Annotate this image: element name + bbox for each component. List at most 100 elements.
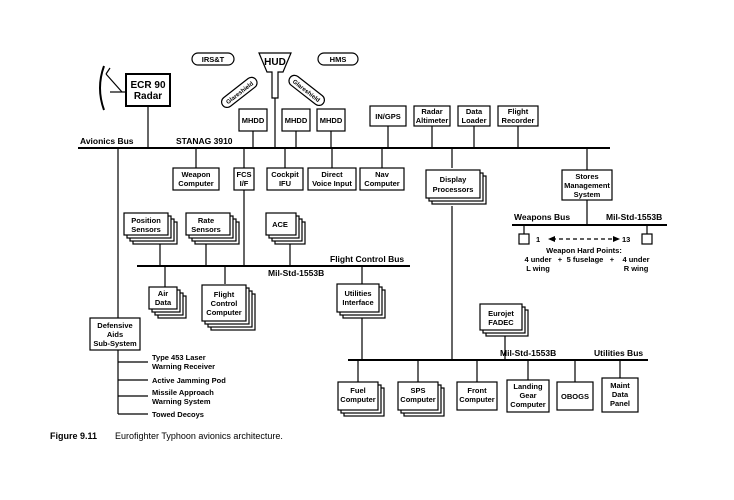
display-processors-label-1: Display bbox=[440, 175, 468, 184]
weapon-hard-points: 1 13 Weapon Hard Points: 4 under + 5 fus… bbox=[518, 225, 653, 273]
stores-label-3: System bbox=[574, 190, 601, 199]
maint-label-1: Maint bbox=[610, 381, 630, 390]
hud-unit: HUD bbox=[258, 52, 292, 99]
avionics-bus-label: Avionics Bus bbox=[80, 136, 134, 146]
landing-gear-label-3: Computer bbox=[510, 400, 545, 409]
radar-label-1: ECR 90 bbox=[130, 80, 165, 91]
nav-computer-label-2: Computer bbox=[364, 179, 399, 188]
glareshield-right: Glareshield bbox=[288, 74, 326, 107]
nav-computer-unit: Nav Computer bbox=[359, 148, 405, 191]
utilities-interface-label-2: Interface bbox=[342, 298, 373, 307]
flight-recorder-unit: Flight Recorder bbox=[497, 105, 539, 148]
rate-sensors-unit: Rate Sensors bbox=[185, 212, 240, 266]
hard-points-plus-1: + bbox=[558, 255, 563, 264]
data-loader-label-2: Loader bbox=[461, 116, 486, 125]
defensive-label-3: Sub-System bbox=[93, 339, 137, 348]
defensive-aids-unit: Defensive Aids Sub-System bbox=[89, 317, 141, 351]
maint-label-3: Panel bbox=[610, 399, 630, 408]
flight-control-bus-label: Flight Control Bus bbox=[330, 254, 404, 264]
defensive-label-1: Defensive bbox=[97, 321, 132, 330]
fuel-computer-label-1: Fuel bbox=[350, 386, 365, 395]
mhdd-3: MHDD bbox=[316, 108, 346, 148]
display-processors-label-2: Processors bbox=[433, 185, 474, 194]
display-processors-unit: Display Processors bbox=[425, 148, 487, 360]
position-sensors-unit: Position Sensors bbox=[123, 212, 178, 266]
hms-unit: HMS bbox=[317, 52, 359, 66]
direct-voice-label-2: Voice Input bbox=[312, 179, 352, 188]
obogs-unit: OBOGS bbox=[556, 360, 594, 411]
direct-voice-label-1: Direct bbox=[321, 170, 343, 179]
mhdd-2-label: MHDD bbox=[285, 116, 308, 125]
eurojet-fadec-unit: Eurojet FADEC bbox=[479, 303, 529, 360]
defensive-tree bbox=[117, 350, 148, 415]
stores-label-1: Stores bbox=[575, 172, 598, 181]
fuel-computer-unit: Fuel Computer bbox=[337, 360, 385, 417]
in-gps-unit: IN/GPS bbox=[369, 105, 407, 148]
flight-recorder-label-1: Flight bbox=[508, 107, 529, 116]
weapons-bus-label: Weapons Bus bbox=[514, 212, 570, 222]
nav-computer-label-1: Nav bbox=[375, 170, 390, 179]
landing-gear-label-2: Gear bbox=[519, 391, 536, 400]
mhdd-2: MHDD bbox=[281, 108, 311, 148]
flight-control-computer-unit: Flight Control Computer bbox=[201, 266, 256, 331]
front-computer-unit: Front Computer bbox=[456, 360, 498, 411]
cockpit-ifu-unit: Cockpit IFU bbox=[266, 148, 304, 191]
sps-computer-label-1: SPS bbox=[410, 386, 425, 395]
weapon-computer-label-2: Computer bbox=[178, 179, 213, 188]
radar-altimeter-unit: Radar Altimeter bbox=[413, 105, 451, 148]
ace-label: ACE bbox=[272, 220, 288, 229]
hard-points-l-under: 4 under bbox=[524, 255, 551, 264]
front-computer-label-1: Front bbox=[467, 386, 487, 395]
hard-point-arrow-right bbox=[613, 236, 620, 242]
position-sensors-label-1: Position bbox=[131, 216, 161, 225]
rate-sensors-label-1: Rate bbox=[198, 216, 214, 225]
defensive-item-3-line-2: Warning System bbox=[152, 397, 211, 406]
hard-points-plus-2: + bbox=[610, 255, 615, 264]
weapon-computer-unit: Weapon Computer bbox=[172, 148, 220, 191]
defensive-item-4: Towed Decoys bbox=[152, 410, 204, 419]
sps-computer-unit: SPS Computer bbox=[397, 360, 445, 417]
fcc-label-3: Computer bbox=[206, 308, 241, 317]
hard-point-arrow-left bbox=[548, 236, 555, 242]
hard-points-l-wing: L wing bbox=[526, 264, 550, 273]
flight-recorder-label-2: Recorder bbox=[502, 116, 535, 125]
air-data-label-2: Data bbox=[155, 298, 172, 307]
defensive-label-2: Aids bbox=[107, 330, 123, 339]
fcs-if-label-1: FCS bbox=[237, 170, 252, 179]
sps-computer-label-2: Computer bbox=[400, 395, 435, 404]
mhdd-1: MHDD bbox=[238, 108, 268, 148]
utilities-interface-label-1: Utilities bbox=[344, 289, 371, 298]
hard-points-r-under: 4 under bbox=[622, 255, 649, 264]
hard-point-first: 1 bbox=[536, 235, 540, 244]
rate-sensors-label-2: Sensors bbox=[191, 225, 221, 234]
stores-management-unit: Stores Management System bbox=[561, 148, 613, 225]
front-computer-label-2: Computer bbox=[459, 395, 494, 404]
utilities-interface-unit: Utilities Interface bbox=[336, 266, 386, 360]
mhdd-3-label: MHDD bbox=[320, 116, 343, 125]
hard-points-r-wing: R wing bbox=[624, 264, 649, 273]
irst-label: IRS&T bbox=[202, 55, 225, 64]
ace-unit: ACE bbox=[265, 212, 306, 266]
mhdd-1-label: MHDD bbox=[242, 116, 265, 125]
position-sensors-label-2: Sensors bbox=[131, 225, 161, 234]
hard-point-last: 13 bbox=[622, 235, 630, 244]
air-data-unit: Air Data bbox=[148, 266, 187, 319]
irst-unit: IRS&T bbox=[191, 52, 235, 66]
hard-points-title: Weapon Hard Points: bbox=[546, 246, 622, 255]
data-loader-unit: Data Loader bbox=[457, 105, 491, 148]
hard-points-fuselage: 5 fuselage bbox=[567, 255, 604, 264]
figure-number: Figure 9.11 bbox=[50, 431, 97, 441]
stores-label-2: Management bbox=[564, 181, 610, 190]
defensive-item-1-line-2: Warning Receiver bbox=[152, 362, 215, 371]
data-loader-label-1: Data bbox=[466, 107, 483, 116]
eurojet-label-2: FADEC bbox=[488, 318, 514, 327]
fcs-if-unit: FCS I/F bbox=[233, 148, 255, 266]
figure-caption: Eurofighter Typhoon avionics architectur… bbox=[115, 431, 283, 441]
radar-altimeter-label-2: Altimeter bbox=[416, 116, 449, 125]
stanag-label: STANAG 3910 bbox=[176, 136, 233, 146]
fc-milstd-label: Mil-Std-1553B bbox=[268, 268, 324, 278]
defensive-item-2: Active Jamming Pod bbox=[152, 376, 226, 385]
maint-label-2: Data bbox=[612, 390, 629, 399]
direct-voice-input-unit: Direct Voice Input bbox=[307, 148, 357, 191]
in-gps-label: IN/GPS bbox=[375, 112, 400, 121]
